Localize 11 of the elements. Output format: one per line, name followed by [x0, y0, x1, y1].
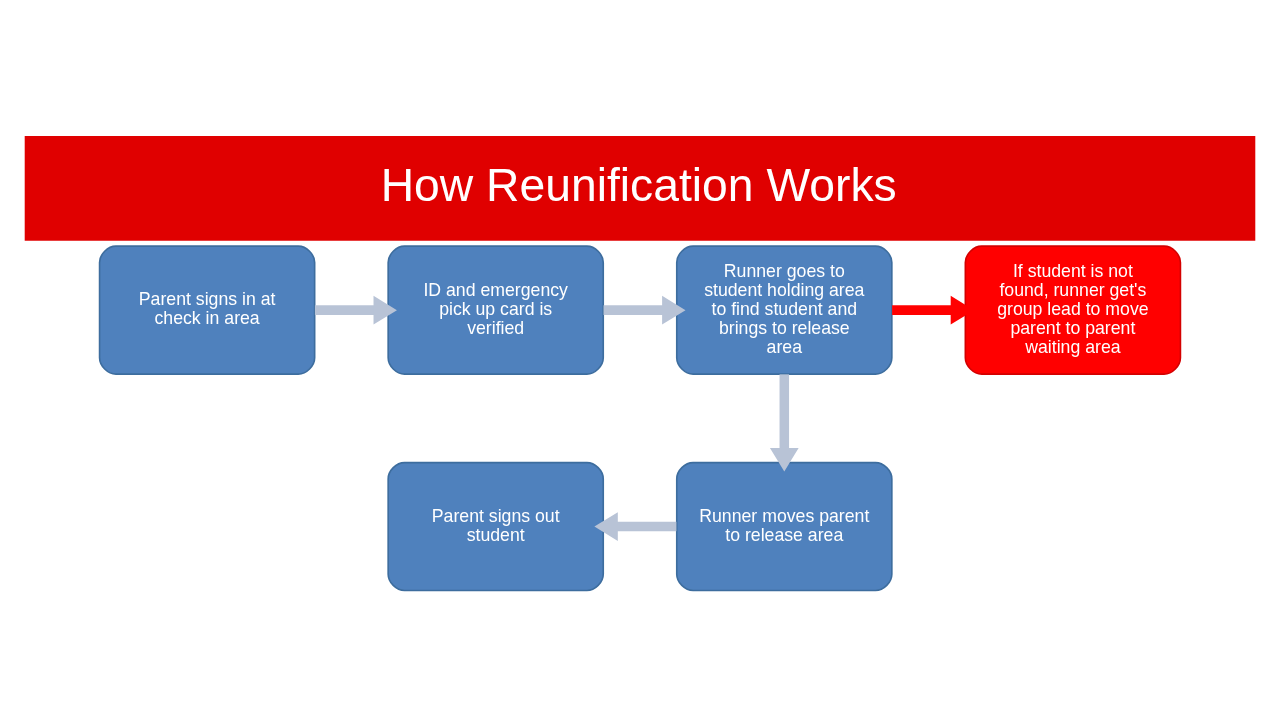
diagram-title: How Reunification Works [380, 158, 897, 211]
node-box: Parent signs out student [387, 461, 605, 591]
node-box: Runner goes to student holding area to find student and brings to release area [675, 244, 893, 375]
arrow [603, 295, 686, 324]
node-box: ID and emergency pick up card is verified [387, 244, 605, 375]
node-box: If student is not found, runner get's group lead to move parent to parent waiting area [964, 244, 1182, 375]
arrow [769, 373, 799, 471]
node-box: Parent signs in at check in area [98, 244, 316, 375]
arrow [314, 295, 397, 324]
arrow [594, 511, 677, 541]
node-box: Runner moves parent to release area [675, 461, 893, 591]
